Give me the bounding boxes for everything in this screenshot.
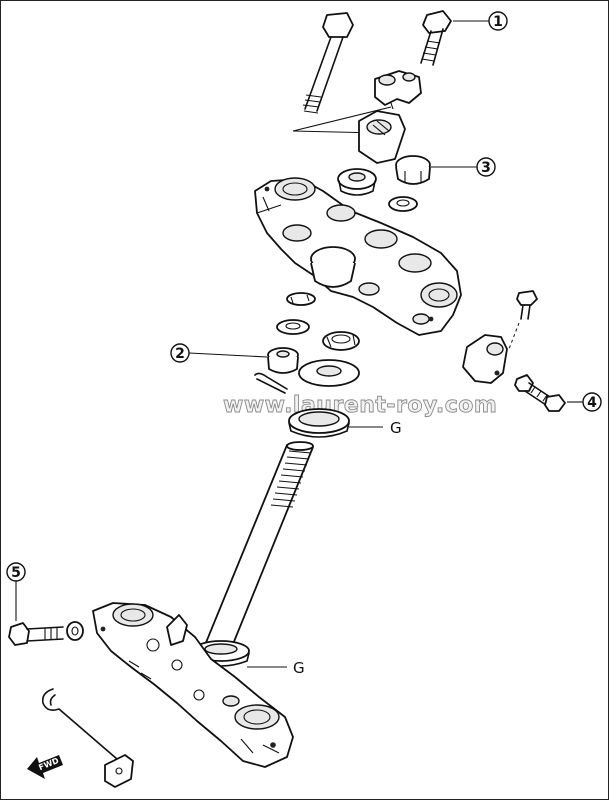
callout-3: 3 (476, 157, 496, 177)
stem-lock-washer (322, 331, 360, 351)
callout-2-label: 2 (175, 346, 185, 362)
fwd-arrow-icon: FWD (27, 755, 63, 779)
handlebar-clamp-bolt-long (302, 12, 354, 114)
steering-stem (204, 441, 314, 650)
callout-3-label: 3 (481, 160, 491, 176)
callout-4-bolt (514, 374, 566, 412)
callout-5-washer (66, 621, 84, 641)
upper-handlebar-holder (374, 70, 422, 106)
grease-label-upper: G (390, 419, 402, 437)
upper-bearing (288, 408, 350, 438)
callout-5-label: 5 (11, 565, 21, 581)
cable-guide (462, 334, 508, 384)
holder-cushion (337, 168, 377, 196)
washer-upper (388, 196, 418, 212)
callout-2: 2 (170, 343, 190, 363)
lower-bracket (92, 602, 294, 768)
callout-4: 4 (582, 392, 602, 412)
callout-1: 1 (488, 11, 508, 31)
callout-5-bolt (8, 622, 64, 646)
grease-label-lower: G (293, 659, 305, 677)
stem-lock-nut (286, 292, 316, 306)
stem-thrust-washer (298, 359, 360, 387)
callout-5: 5 (6, 562, 26, 582)
callout-1-bolt (420, 10, 452, 66)
lower-handlebar-holder (358, 110, 406, 164)
wire-clip (41, 688, 134, 788)
cable-guide-screw (508, 290, 538, 350)
cotter-pin (254, 372, 288, 394)
callout-2-stem-nut (267, 347, 299, 374)
stem-washer (276, 319, 310, 335)
watermark-text: www.laurent-roy.com (223, 393, 497, 418)
upper-bracket (254, 177, 462, 336)
callout-4-label: 4 (587, 395, 597, 411)
callout-3-cap-nut (395, 155, 431, 185)
callout-1-label: 1 (493, 14, 503, 30)
